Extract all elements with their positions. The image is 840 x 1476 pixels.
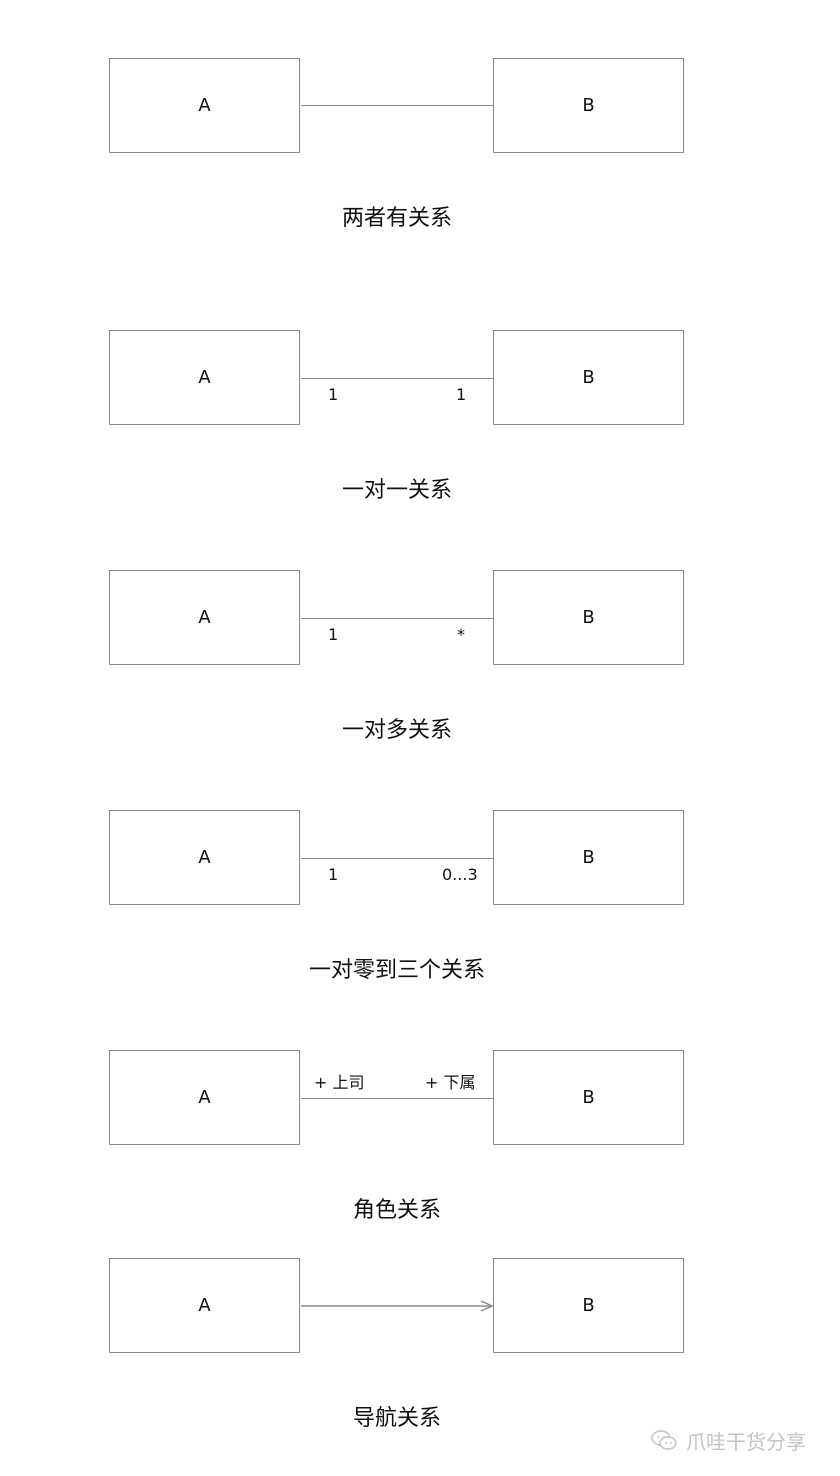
class-b-label: B bbox=[582, 607, 595, 628]
class-a-label: A bbox=[198, 95, 211, 116]
class-box-b: B bbox=[493, 58, 684, 153]
class-b-label: B bbox=[582, 95, 595, 116]
left-multiplicity: 1 bbox=[328, 865, 339, 884]
relation-caption: 角色关系 bbox=[352, 1198, 441, 1223]
class-a-label: A bbox=[198, 607, 211, 628]
left-role: + 上司 bbox=[314, 1073, 365, 1092]
relation-caption: 一对一关系 bbox=[341, 478, 452, 503]
class-b-label: B bbox=[582, 367, 595, 388]
association-line bbox=[301, 105, 493, 106]
class-box-b: B bbox=[493, 1050, 684, 1145]
left-multiplicity: 1 bbox=[328, 625, 339, 644]
association-line bbox=[301, 618, 493, 619]
class-box-a: A bbox=[109, 570, 300, 665]
class-a-label: A bbox=[198, 1295, 211, 1316]
wechat-icon bbox=[651, 1430, 677, 1450]
watermark-text: 爪哇干货分享 bbox=[686, 1429, 806, 1454]
class-box-a: A bbox=[109, 330, 300, 425]
class-box-a: A bbox=[109, 810, 300, 905]
class-a-label: A bbox=[198, 367, 211, 388]
class-box-b: B bbox=[493, 810, 684, 905]
association-line bbox=[301, 378, 493, 379]
left-multiplicity: 1 bbox=[328, 385, 339, 404]
class-box-a: A bbox=[109, 1258, 300, 1353]
class-b-label: B bbox=[582, 1295, 595, 1316]
class-a-label: A bbox=[198, 1087, 211, 1108]
association-line bbox=[301, 1098, 493, 1099]
class-box-b: B bbox=[493, 330, 684, 425]
class-box-b: B bbox=[493, 570, 684, 665]
relation-caption: 一对零到三个关系 bbox=[308, 958, 485, 983]
right-multiplicity: * bbox=[457, 625, 465, 644]
class-b-label: B bbox=[582, 847, 595, 868]
class-b-label: B bbox=[582, 1087, 595, 1108]
class-a-label: A bbox=[198, 847, 211, 868]
watermark: 爪哇干货分享 bbox=[650, 1428, 830, 1454]
relation-caption: 两者有关系 bbox=[341, 206, 452, 231]
association-line bbox=[301, 858, 493, 859]
right-multiplicity: 1 bbox=[456, 385, 467, 404]
relation-caption: 导航关系 bbox=[352, 1406, 441, 1431]
class-box-a: A bbox=[109, 1050, 300, 1145]
right-multiplicity: 0...3 bbox=[442, 865, 478, 884]
navigation-arrow bbox=[301, 1300, 494, 1312]
class-box-b: B bbox=[493, 1258, 684, 1353]
class-box-a: A bbox=[109, 58, 300, 153]
relation-caption: 一对多关系 bbox=[341, 718, 452, 743]
right-role: + 下属 bbox=[425, 1073, 476, 1092]
